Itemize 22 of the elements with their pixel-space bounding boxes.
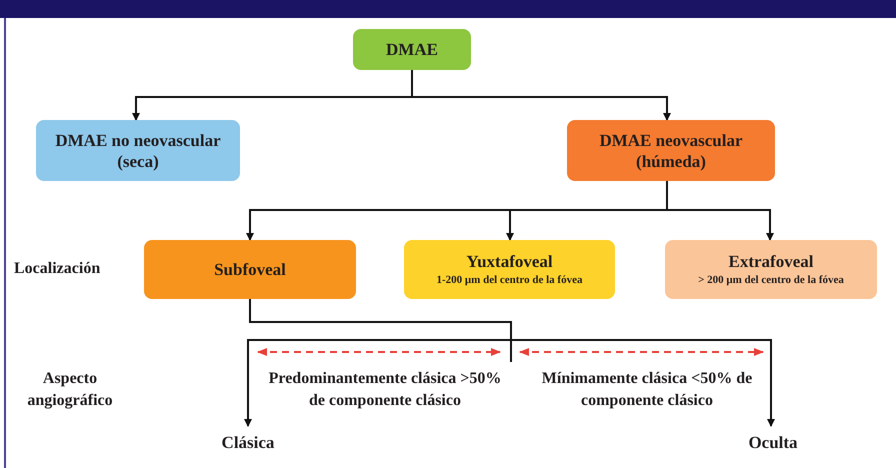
node-subtitle: 1-200 μm del centro de la fóvea <box>436 273 584 288</box>
node-title: DMAE neovascular (húmeda) <box>598 130 744 172</box>
node-title: DMAE no neovascular (seca) <box>54 130 222 172</box>
outcome-label: Oculta <box>747 432 799 452</box>
process-box <box>567 120 775 181</box>
outcome-label: Clásica <box>220 432 276 452</box>
row-label: Aspecto angiográfico <box>26 369 114 411</box>
node-title: DMAE <box>385 39 439 60</box>
process-box <box>36 120 240 181</box>
node-title: Yuxtafoveal <box>465 251 554 272</box>
arrow <box>411 70 671 121</box>
node-title: Subfoveal <box>213 259 287 280</box>
node-subtitle: > 200 μm del centro de la fóvea <box>697 273 845 288</box>
process-box <box>404 240 615 299</box>
category-label: Predominantemente clásica >50% de componente clásico <box>268 369 502 411</box>
node-title: Extrafoveal <box>728 251 814 272</box>
category-label: Mínimamente clásica <50% de componente clásico <box>540 369 754 411</box>
row-label: Localización <box>14 259 102 279</box>
process-box <box>144 240 356 299</box>
arrow <box>666 181 774 241</box>
process-box <box>665 240 877 299</box>
process-box <box>353 29 471 70</box>
